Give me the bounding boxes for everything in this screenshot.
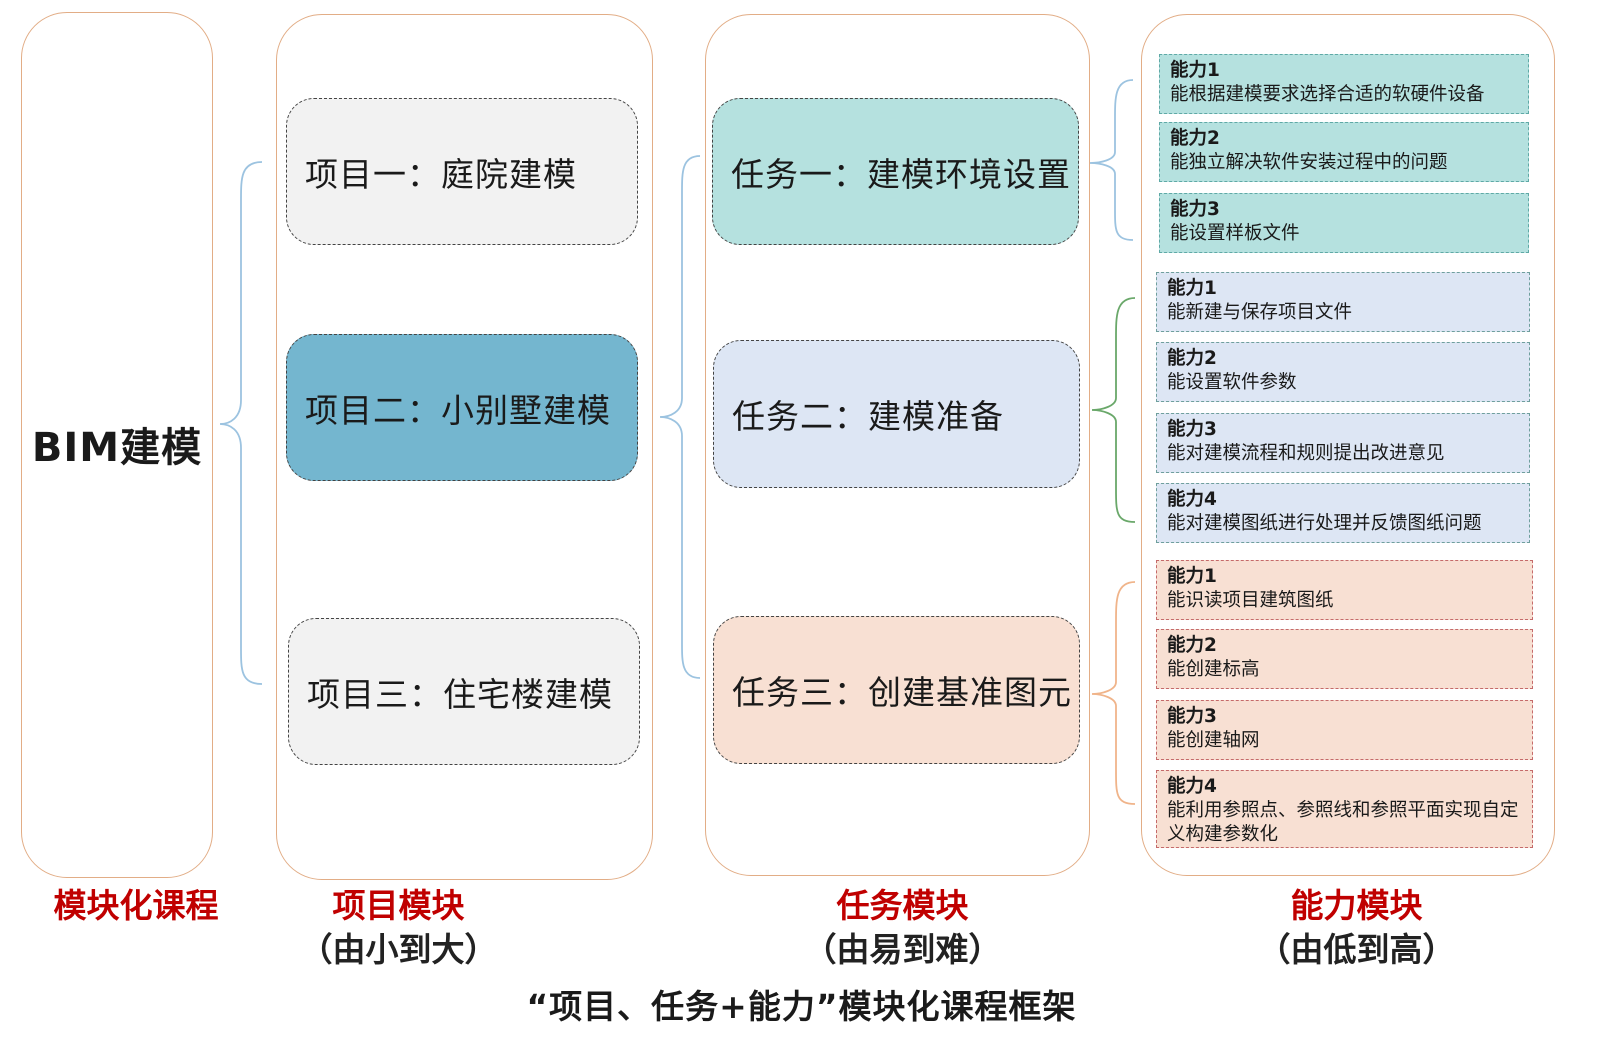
ability-box: 能力1 能新建与保存项目文件 xyxy=(1156,272,1530,332)
ability-box: 能力1 能根据建模要求选择合适的软硬件设备 xyxy=(1159,54,1529,114)
ability-title: 能力1 xyxy=(1167,566,1217,587)
label-ability-title: 能力模块 xyxy=(1290,886,1423,925)
ability-desc: 能根据建模要求选择合适的软硬件设备 xyxy=(1170,84,1485,105)
label-task-title: 任务模块 xyxy=(836,886,969,925)
ability-title: 能力2 xyxy=(1167,635,1217,656)
bracket-task2-to-abilities xyxy=(1091,297,1136,523)
ability-box: 能力4 能利用参照点、参照线和参照平面实现自定义构建参数化 xyxy=(1156,770,1533,848)
ability-title: 能力3 xyxy=(1167,419,1217,440)
ability-box: 能力2 能创建标高 xyxy=(1156,629,1533,689)
ability-title: 能力1 xyxy=(1167,278,1217,299)
ability-title: 能力4 xyxy=(1167,489,1217,510)
bracket-task1-to-abilities xyxy=(1089,79,1134,241)
ability-desc: 能对建模流程和规则提出改进意见 xyxy=(1167,443,1445,464)
ability-box: 能力1 能识读项目建筑图纸 xyxy=(1156,560,1533,620)
ability-title: 能力3 xyxy=(1167,706,1217,727)
task-2-box: 任务二：建模准备 xyxy=(713,340,1080,488)
ability-box: 能力2 能设置软件参数 xyxy=(1156,342,1530,402)
ability-box: 能力3 能对建模流程和规则提出改进意见 xyxy=(1156,413,1530,473)
bracket-project-to-tasks xyxy=(659,155,701,679)
label-task: 任务模块 （由易到难） xyxy=(780,884,1025,972)
ability-title: 能力3 xyxy=(1170,199,1220,220)
label-ability: 能力模块 （由低到高） xyxy=(1234,884,1479,972)
ability-title: 能力2 xyxy=(1167,348,1217,369)
ability-desc: 能对建模图纸进行处理并反馈图纸问题 xyxy=(1167,513,1482,534)
course-column: BIM建模 xyxy=(21,12,213,878)
ability-box: 能力3 能创建轴网 xyxy=(1156,700,1533,760)
ability-desc: 能设置样板文件 xyxy=(1170,223,1300,244)
ability-desc: 能创建标高 xyxy=(1167,659,1260,680)
label-task-sub: （由易到难） xyxy=(803,930,1002,969)
label-project-sub: （由小到大） xyxy=(299,930,498,969)
ability-desc: 能利用参照点、参照线和参照平面实现自定义构建参数化 xyxy=(1167,800,1519,845)
diagram-caption: “项目、任务+能力”模块化课程框架 xyxy=(526,987,1077,1026)
ability-desc: 能独立解决软件安装过程中的问题 xyxy=(1170,152,1448,173)
label-course: 模块化课程 xyxy=(21,884,251,928)
ability-box: 能力2 能独立解决软件安装过程中的问题 xyxy=(1159,122,1529,182)
ability-desc: 能新建与保存项目文件 xyxy=(1167,302,1353,323)
task-1-box: 任务一：建模环境设置 xyxy=(712,98,1079,245)
label-course-title: 模块化课程 xyxy=(53,886,219,925)
task-3-box: 任务三：创建基准图元 xyxy=(713,616,1080,764)
project-3-box: 项目三：住宅楼建模 xyxy=(288,618,640,765)
ability-box: 能力4 能对建模图纸进行处理并反馈图纸问题 xyxy=(1156,483,1530,543)
course-title: BIM建模 xyxy=(31,425,203,471)
ability-box: 能力3 能设置样板文件 xyxy=(1159,193,1529,253)
ability-desc: 能识读项目建筑图纸 xyxy=(1167,590,1334,611)
label-project: 项目模块 （由小到大） xyxy=(276,884,521,972)
ability-desc: 能创建轴网 xyxy=(1167,730,1260,751)
bracket-course-to-projects xyxy=(219,161,263,685)
label-project-title: 项目模块 xyxy=(332,886,465,925)
bracket-task3-to-abilities xyxy=(1091,581,1136,805)
ability-title: 能力2 xyxy=(1170,128,1220,149)
ability-desc: 能设置软件参数 xyxy=(1167,372,1297,393)
ability-title: 能力4 xyxy=(1167,776,1217,797)
project-2-box: 项目二：小别墅建模 xyxy=(286,334,638,481)
project-1-box: 项目一：庭院建模 xyxy=(286,98,638,245)
ability-title: 能力1 xyxy=(1170,60,1220,81)
label-ability-sub: （由低到高） xyxy=(1257,930,1456,969)
